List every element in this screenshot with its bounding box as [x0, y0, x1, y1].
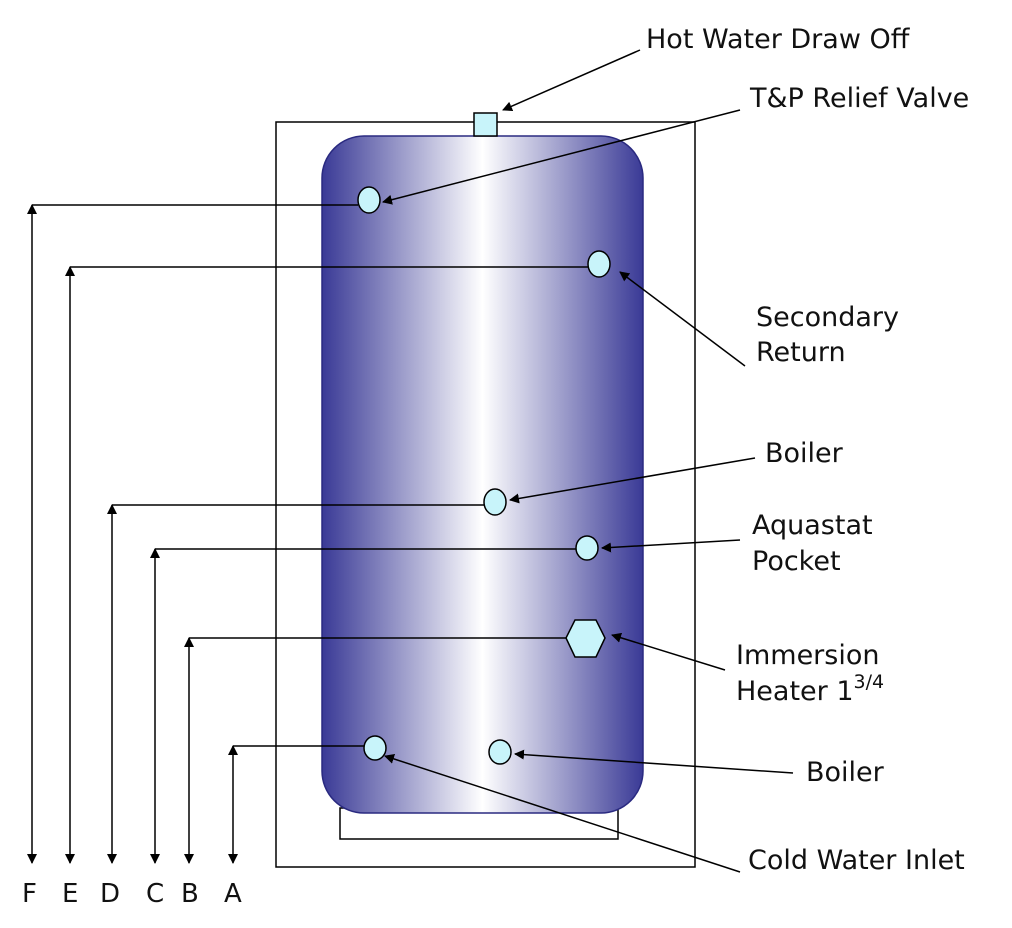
aquastat-pocket-label-line-1: Aquastat: [752, 510, 873, 541]
secondary-return-pointer: [619, 271, 746, 367]
tp-relief-valve-pointer: [382, 109, 741, 205]
dimension-e-label: E: [62, 879, 78, 909]
boiler-return-label: Boiler: [806, 757, 885, 788]
dimension-f-label: F: [22, 879, 37, 909]
boiler-flow-port: [483, 488, 507, 516]
hot-water-draw-off-pointer: [502, 49, 641, 111]
hot-water-draw-off-label: Hot Water Draw Off: [646, 24, 911, 55]
cold-water-inlet-port: [363, 735, 387, 761]
immersion-heater-port: [565, 619, 606, 658]
label-pointers: [382, 49, 794, 873]
secondary-return-label-line-2: Return: [756, 337, 846, 368]
dimension-c-label: C: [146, 879, 164, 909]
dimension-lines: [27, 204, 588, 864]
boiler-flow-label: Boiler: [765, 438, 844, 469]
immersion-heater-label-line-2: Heater 13/4: [736, 671, 884, 707]
cold-water-inlet-label: Cold Water Inlet: [748, 845, 965, 876]
immersion-heater-label-line-1: Immersion: [736, 640, 879, 671]
dimension-b-label: B: [181, 879, 199, 909]
boiler-return-pointer: [514, 749, 794, 774]
boiler-return-port: [488, 739, 512, 765]
secondary-return-port: [587, 250, 611, 278]
aquastat-pocket-label-line-2: Pocket: [752, 546, 841, 577]
dimension-d-label: D: [100, 879, 120, 909]
dimension-a-label: A: [224, 879, 242, 909]
immersion-heater-size-fraction: 3/4: [854, 671, 885, 693]
aquastat-pocket-pointer: [601, 539, 741, 553]
immersion-heater-size-label: Heater 1: [736, 676, 854, 707]
secondary-return-label-line-1: Secondary: [756, 302, 899, 333]
hot-water-outlet-port: [473, 112, 498, 137]
boiler-flow-pointer: [509, 457, 756, 504]
cylinder-tank: [321, 135, 644, 814]
immersion-heater-pointer: [611, 632, 726, 671]
aquastat-pocket-port: [575, 535, 599, 561]
tp-relief-valve-label: T&P Relief Valve: [749, 83, 969, 114]
tp-relief-valve-port: [357, 186, 381, 214]
cold-water-inlet-pointer: [384, 754, 741, 873]
